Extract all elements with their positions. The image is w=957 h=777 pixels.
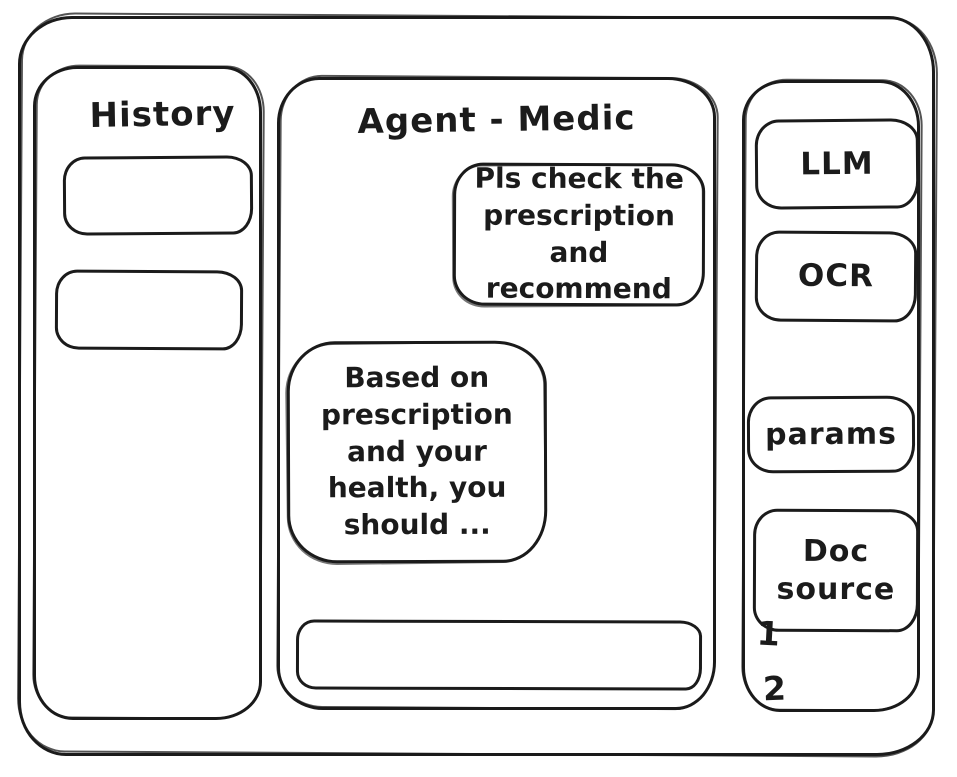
chat-panel-title: Agent - Medic — [357, 98, 636, 142]
history-panel: History — [33, 66, 262, 720]
history-panel-title: History — [89, 93, 236, 137]
doc-source-item-2[interactable]: 2 — [762, 668, 787, 709]
user-message-text: Pls check the prescription and recommend — [474, 161, 684, 306]
tools-panel: LLM OCR params Doc source 1 2 — [742, 80, 920, 712]
assistant-message-bubble: Based on prescription and your health, y… — [286, 340, 548, 564]
chat-panel: Agent - Medic Pls check the prescription… — [277, 77, 716, 710]
user-message-bubble: Pls check the prescription and recommend — [452, 161, 706, 307]
history-item-1[interactable] — [62, 155, 254, 236]
llm-button[interactable]: LLM — [754, 118, 920, 210]
history-item-2[interactable] — [54, 269, 244, 351]
assistant-message-text: Based on prescription and your health, y… — [320, 360, 513, 542]
params-button[interactable]: params — [746, 395, 916, 474]
doc-source-item-1[interactable]: 1 — [755, 613, 781, 654]
ocr-button[interactable]: OCR — [754, 230, 918, 323]
chat-message-input[interactable] — [295, 619, 703, 691]
